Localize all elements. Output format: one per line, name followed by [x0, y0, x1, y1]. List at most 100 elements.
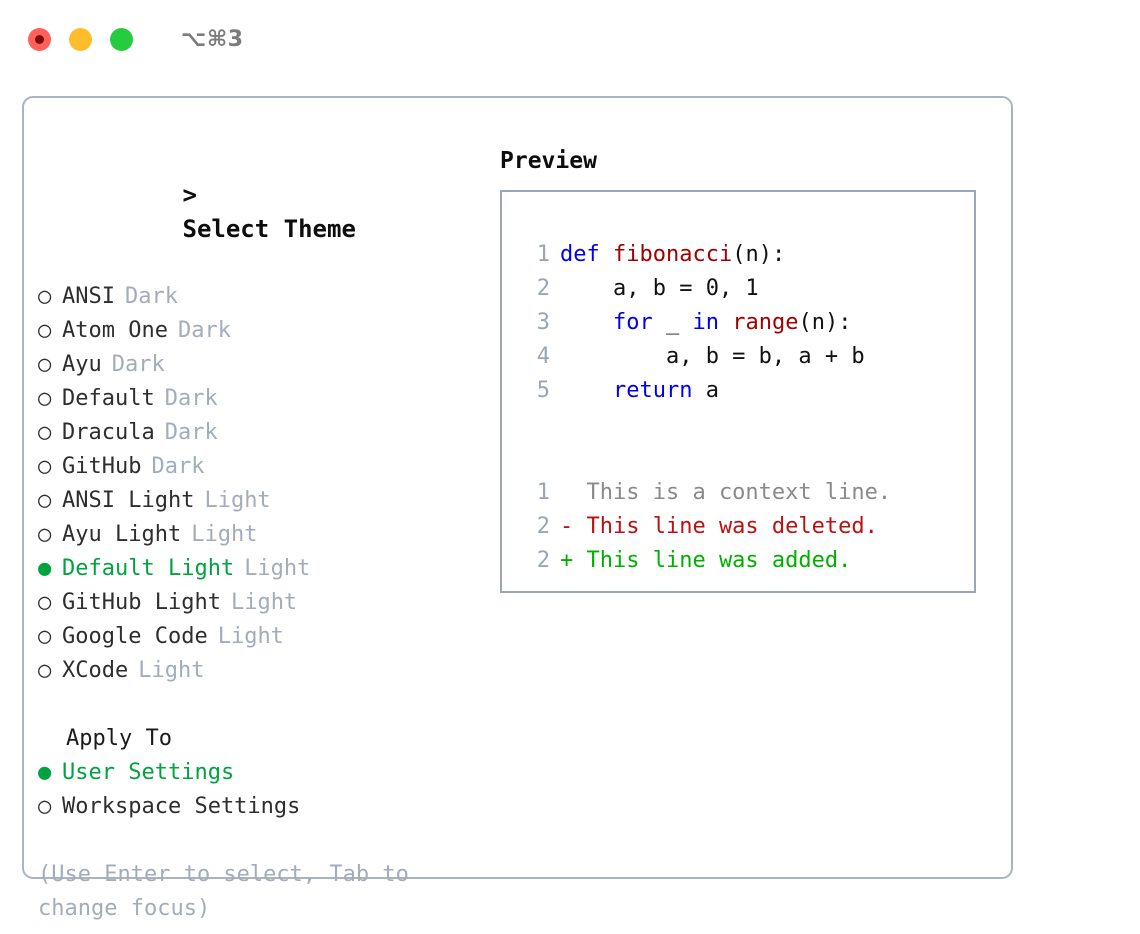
theme-option-xcode[interactable]: ○ XCode Light	[38, 654, 486, 688]
code-line-text: return a	[560, 374, 719, 408]
diff-sample: 1 This is a context line. 2 - This line wa…	[520, 476, 974, 578]
theme-option-tag: Light	[138, 658, 205, 683]
line-number: 2	[536, 276, 550, 301]
theme-option-github-light[interactable]: ○ GitHub Light Light	[38, 586, 486, 620]
theme-option-label: XCode	[62, 658, 129, 683]
apply-to-list: ● User Settings ○ Workspace Settings	[38, 756, 486, 824]
radio-unselected-icon: ○	[38, 386, 52, 411]
theme-option-label: GitHub	[62, 454, 142, 479]
code-token-kw: return	[612, 378, 693, 403]
radio-selected-icon: ●	[38, 556, 52, 581]
apply-to-heading: Apply To	[66, 726, 172, 751]
theme-option-label: GitHub Light	[62, 590, 221, 615]
code-token-plain: a, b = 0, 1	[560, 276, 759, 301]
theme-picker-title-label: Select Theme	[182, 215, 356, 243]
code-token-kw: for	[612, 310, 653, 335]
code-token-plain: a, b = b, a + b	[560, 344, 865, 369]
code-token-plain: (n):	[732, 242, 786, 267]
line-number: 2	[536, 548, 550, 573]
line-number: 2	[536, 514, 550, 539]
theme-option-label: Google Code	[62, 624, 208, 649]
code-blank-line-2	[520, 442, 974, 476]
radio-unselected-icon: ○	[38, 658, 52, 683]
radio-unselected-icon: ○	[38, 522, 52, 547]
list-spacer	[38, 688, 486, 722]
code-line-text: a, b = 0, 1	[560, 272, 759, 306]
code-token-kw: in	[692, 310, 719, 335]
code-token-plain	[560, 310, 613, 335]
theme-option-tag: Dark	[164, 420, 218, 445]
code-token-plain: _	[652, 310, 693, 335]
theme-option-tag: Dark	[151, 454, 205, 479]
theme-option-tag: Dark	[124, 284, 178, 309]
code-token-plain	[719, 310, 732, 335]
apply-to-option-label: Workspace Settings	[62, 794, 301, 819]
code-line: 5 return a	[520, 374, 974, 408]
theme-option-default[interactable]: ○ Default Dark	[38, 382, 486, 416]
radio-unselected-icon: ○	[38, 284, 52, 309]
radio-unselected-icon: ○	[38, 590, 52, 615]
maximize-button[interactable]	[110, 27, 133, 51]
theme-option-tag: Light	[230, 590, 298, 615]
minimize-button[interactable]	[69, 27, 92, 51]
diff-line-add: 2 + This line was added.	[520, 544, 974, 578]
radio-unselected-icon: ○	[38, 488, 52, 513]
theme-option-tag: Dark	[164, 386, 218, 411]
theme-option-label: Default	[62, 386, 155, 411]
radio-unselected-icon: ○	[38, 420, 52, 445]
theme-option-label: Atom One	[62, 318, 168, 343]
line-number: 1	[536, 242, 550, 267]
line-number: 1	[536, 480, 550, 505]
diff-line-text: This is a context line.	[560, 480, 892, 505]
diff-line-del: 2 - This line was deleted.	[520, 510, 974, 544]
line-number: 3	[536, 310, 550, 335]
traffic-light-group	[28, 27, 133, 51]
code-line-text: def fibonacci(n):	[560, 238, 785, 272]
apply-to-option-workspace-settings[interactable]: ○ Workspace Settings	[38, 790, 486, 824]
theme-option-label: Default Light	[62, 556, 235, 581]
code-token-plain	[560, 378, 613, 403]
window-title: ⌥⌘3	[181, 26, 244, 52]
diff-line-text: - This line was deleted.	[560, 514, 878, 539]
theme-option-tag: Light	[204, 488, 271, 513]
apply-to-option-user-settings[interactable]: ● User Settings	[38, 756, 486, 790]
line-number: 5	[536, 378, 550, 403]
radio-unselected-icon: ○	[38, 794, 52, 819]
code-token-plain	[600, 242, 613, 267]
diff-line-text: + This line was added.	[560, 548, 852, 573]
code-token-fn: range	[732, 310, 799, 335]
close-button[interactable]	[28, 27, 51, 51]
title-bar: ⌥⌘3	[0, 0, 1140, 78]
theme-picker-title: > Select Theme	[38, 144, 486, 280]
theme-option-tag: Light	[217, 624, 284, 649]
code-token-plain: a	[692, 378, 719, 403]
diff-line-ctx: 1 This is a context line.	[520, 476, 974, 510]
radio-selected-icon: ●	[38, 760, 52, 785]
code-line-text: a, b = b, a + b	[560, 340, 865, 374]
code-line-text: for _ in range(n):	[560, 306, 851, 340]
code-token-kw: def	[560, 242, 600, 267]
theme-option-label: ANSI	[62, 284, 115, 309]
code-token-fn: fibonacci	[613, 242, 733, 267]
radio-unselected-icon: ○	[38, 352, 52, 377]
theme-option-label: Ayu	[62, 352, 102, 377]
keyboard-hint-text: (Use Enter to select, Tab to change focu…	[38, 862, 409, 921]
code-blank-line	[520, 408, 974, 442]
code-token-plain: (n):	[798, 310, 852, 335]
apply-to-option-label: User Settings	[62, 760, 235, 785]
theme-option-ansi[interactable]: ○ ANSI Dark	[38, 280, 486, 314]
code-line: 4 a, b = b, a + b	[520, 340, 974, 374]
